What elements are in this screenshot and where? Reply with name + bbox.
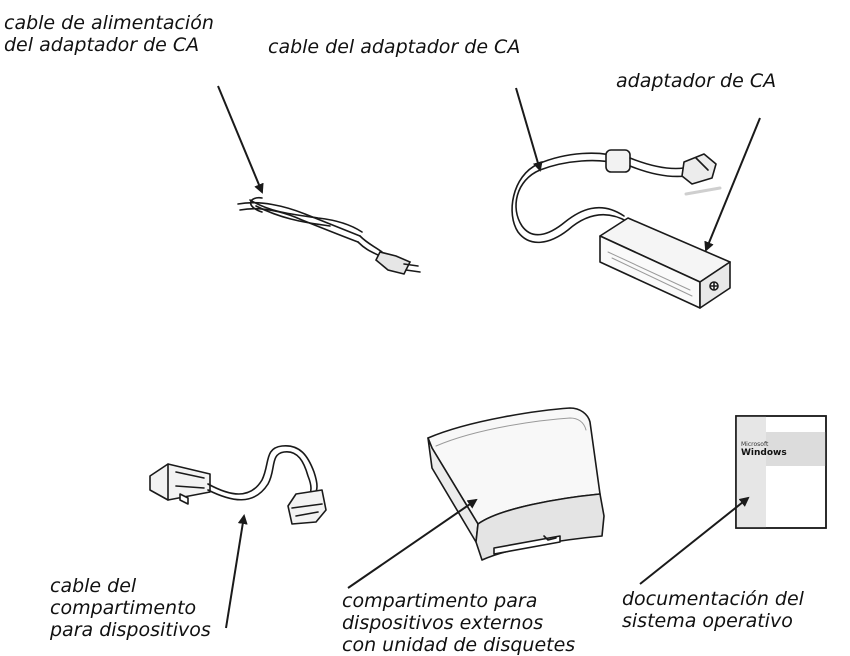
power-cable-callout — [217, 85, 264, 194]
power-cable-label-line-1: cable de alimentación — [4, 12, 214, 34]
bay-cable-callout — [225, 514, 248, 629]
media-bay-label-line-3: con unidad de disquetes — [342, 634, 576, 656]
bay-cable-label-line-1: cable del — [50, 575, 137, 597]
book-product-text: Windows — [741, 448, 787, 458]
book-cover-band-left — [736, 416, 766, 528]
ac-adapter-label-line-1: adaptador de CA — [616, 70, 777, 92]
media-bay-illustration — [427, 407, 605, 561]
os-docs-label-line-1: documentación del — [622, 588, 804, 610]
power-cord-illustration — [237, 196, 421, 275]
media-bay-callout — [347, 498, 478, 589]
book-cover-band-top — [766, 432, 826, 466]
media-bay-label: compartimento para dispositivos externos… — [342, 590, 575, 656]
adapter-cable-label-line-1: cable del adaptador de CA — [268, 36, 521, 58]
adapter-cable-callout — [515, 87, 543, 172]
os-docs-label-line-2: sistema operativo — [622, 610, 793, 632]
os-documentation-illustration: Microsoft Windows — [735, 415, 827, 529]
adapter-cable-label: cable del adaptador de CA — [268, 36, 520, 58]
device-bay-cable-illustration — [149, 445, 327, 525]
book-brand-text: Microsoft — [741, 441, 769, 448]
os-docs-callout — [639, 496, 750, 585]
bay-cable-label-line-3: para dispositivos — [50, 619, 211, 641]
os-docs-label: documentación del sistema operativo — [622, 588, 804, 632]
bay-cable-label: cable del compartimento para dispositivo… — [50, 575, 211, 641]
media-bay-label-line-2: dispositivos externos — [342, 612, 544, 634]
bay-cable-label-line-2: compartimento — [50, 597, 197, 619]
ac-adapter-label: adaptador de CA — [616, 70, 776, 92]
power-cable-label-line-2: del adaptador de CA — [4, 34, 200, 56]
power-cable-label: cable de alimentación del adaptador de C… — [4, 12, 214, 56]
ac-adapter-callout — [704, 117, 761, 252]
ac-adapter-illustration — [511, 149, 731, 309]
media-bay-label-line-1: compartimento para — [342, 590, 538, 612]
callout-lines — [217, 85, 761, 629]
